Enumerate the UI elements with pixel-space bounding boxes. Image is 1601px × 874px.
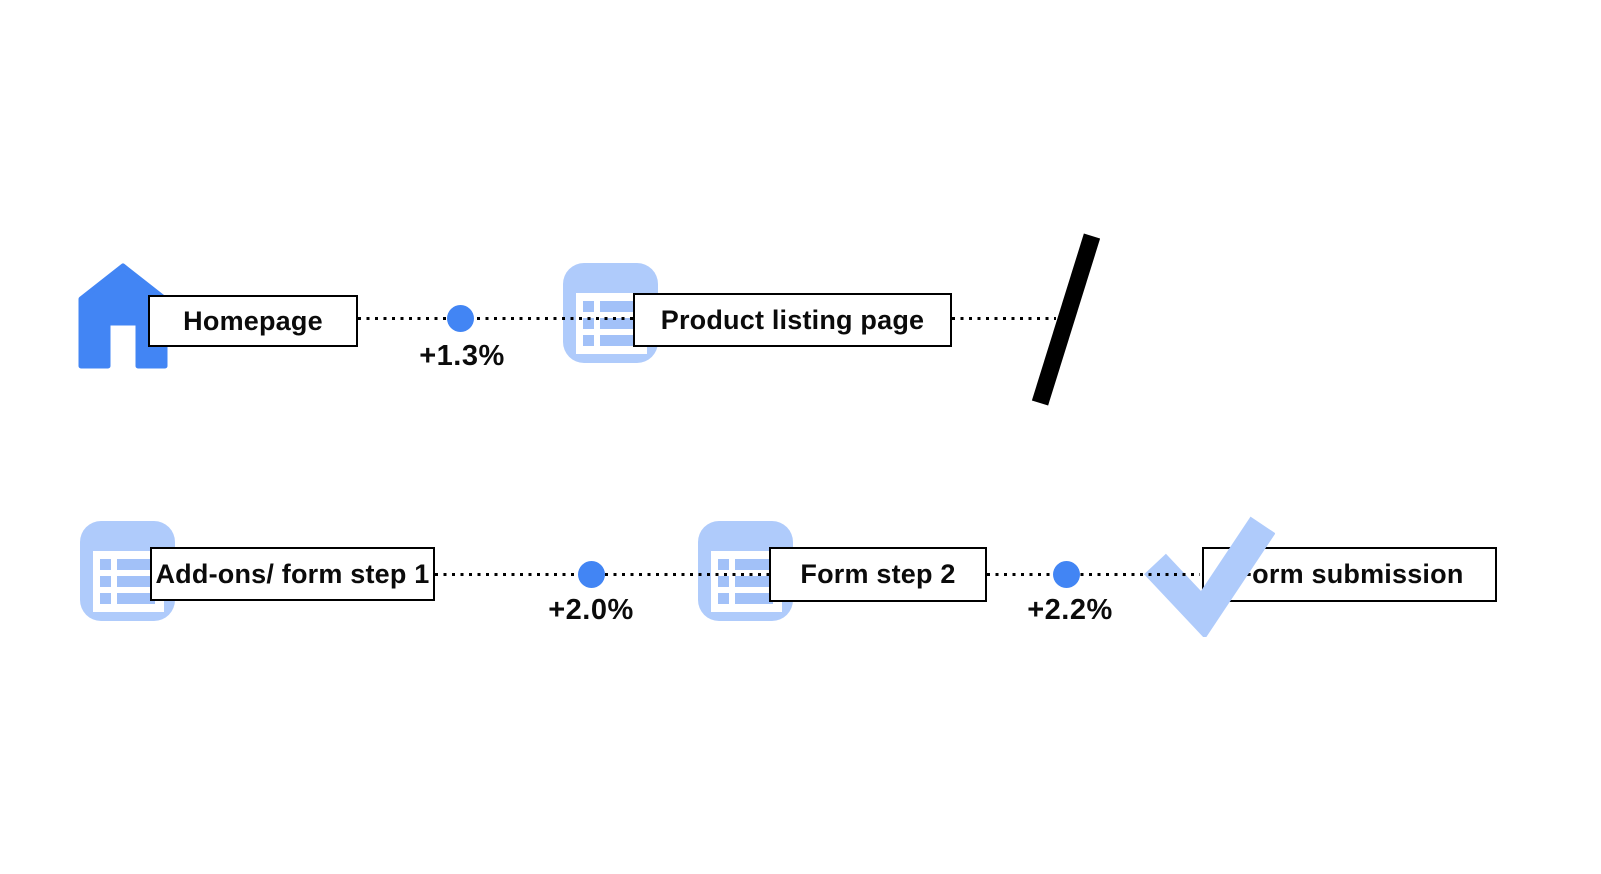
step-label: Form step 2 [800,559,956,589]
transition-dot [1053,561,1080,588]
check-icon [1135,512,1276,640]
slash-break-icon [1020,228,1101,413]
transition-uplift: +1.3% [419,340,505,372]
step-label-box: Product listing page [633,293,952,347]
transition-dot [578,561,605,588]
step-label: Product listing page [660,304,925,335]
step-label: Homepage [183,305,323,336]
step-label-box: Homepage [148,295,358,347]
transition-uplift: +2.0% [548,594,634,626]
step-label-box: Add-ons/ form step 1 [150,547,435,601]
step-label: Form submission [1235,559,1464,589]
transition-dot [447,305,474,332]
step-label: Add-ons/ form step 1 [155,558,430,589]
dotted-connector [987,573,1200,576]
step-label-box: Form step 2 [769,547,987,602]
step-label-box: Form submission [1202,547,1497,602]
dotted-connector [358,317,633,320]
transition-uplift: +2.2% [1027,594,1113,626]
dotted-connector [952,317,1056,320]
